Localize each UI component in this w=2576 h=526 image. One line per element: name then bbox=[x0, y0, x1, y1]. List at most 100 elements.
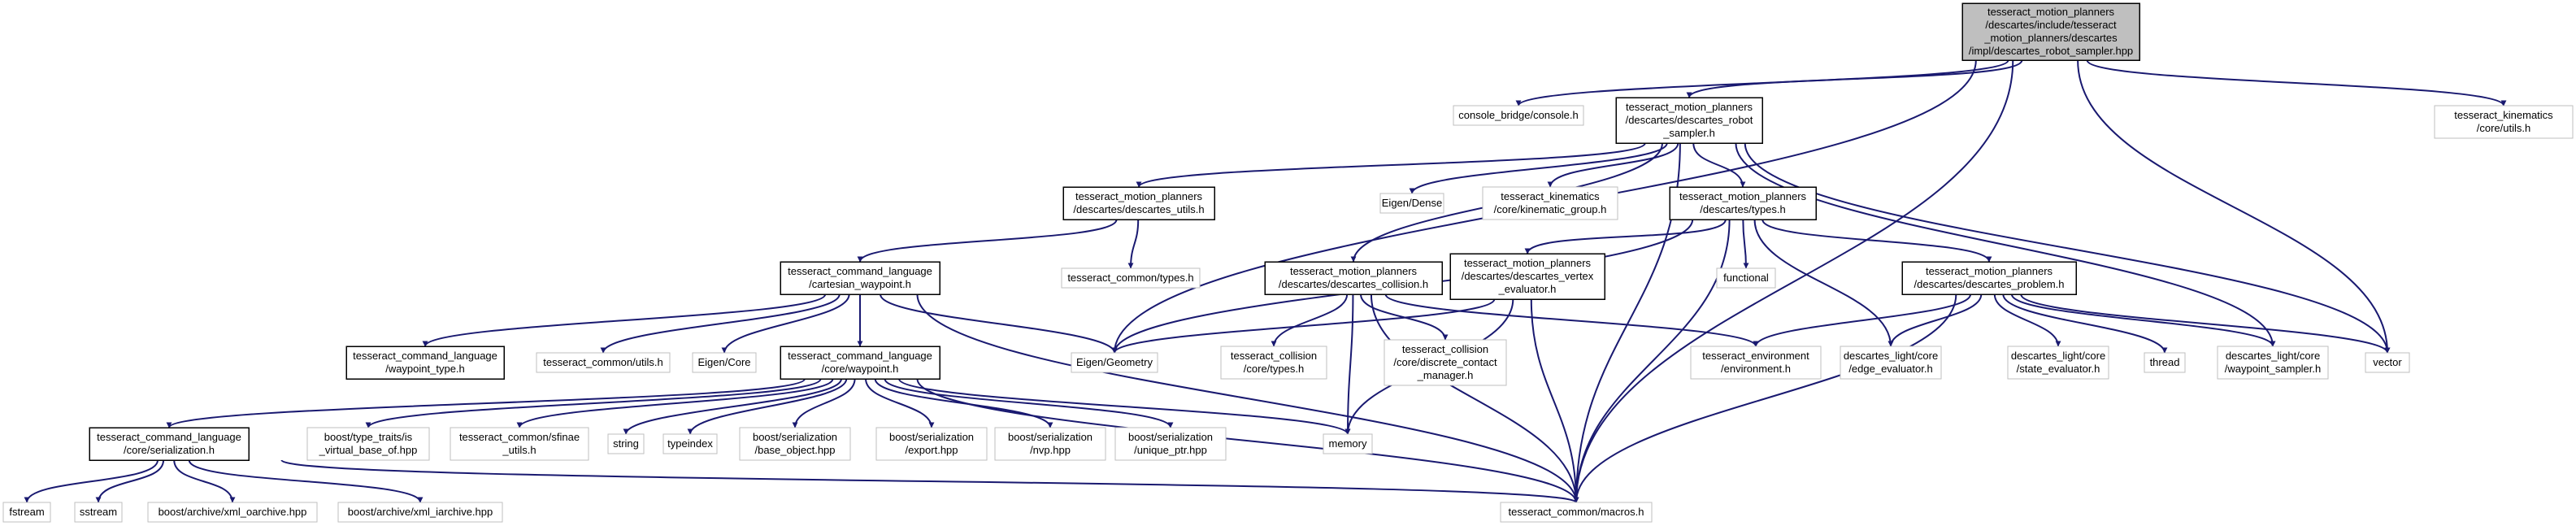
edge-core-waypoint-to-memory bbox=[898, 378, 1351, 435]
node-eigen-geometry: Eigen/Geometry bbox=[1071, 352, 1158, 373]
edge-descartes-utils-to-common-types bbox=[1127, 219, 1140, 269]
node-label-line: thread bbox=[2150, 356, 2180, 368]
node-box bbox=[1453, 105, 1584, 126]
node-root[interactable]: tesseract_motion_planners/descartes/incl… bbox=[1961, 2, 2140, 61]
node-boost-nvp: boost/serialization/nvp.hpp bbox=[994, 427, 1106, 461]
node-label-line: /descartes/descartes_utils.h bbox=[1073, 203, 1204, 215]
node-vector: vector bbox=[2365, 352, 2410, 373]
node-label-line: Eigen/Core bbox=[697, 356, 750, 368]
edge-serialization-to-xml-oarchive bbox=[173, 459, 236, 503]
edge-vertex-evaluator-to-eigen-geometry bbox=[1111, 298, 1496, 354]
node-box bbox=[1669, 186, 1817, 220]
node-label-line: /descartes/descartes_problem.h bbox=[1914, 278, 2065, 290]
node-label-line: /descartes/descartes_collision.h bbox=[1279, 278, 1428, 290]
edge-descartes-collision-to-environment bbox=[1384, 293, 1759, 347]
node-label-line: boost/archive/xml_iarchive.hpp bbox=[348, 506, 493, 518]
edge-serialization-to-fstream bbox=[24, 459, 159, 503]
node-label-line: boost/serialization bbox=[889, 431, 974, 443]
node-box bbox=[1264, 261, 1443, 295]
node-label-line: memory bbox=[1329, 437, 1367, 450]
node-core-waypoint[interactable]: tesseract_command_language/core/waypoint… bbox=[780, 346, 940, 380]
node-box bbox=[1323, 433, 1373, 454]
edge-root-to-vector bbox=[2077, 59, 2391, 354]
node-label-line: /core/discrete_contact bbox=[1393, 356, 1497, 368]
node-box bbox=[337, 502, 503, 523]
node-label-line: /descartes/descartes_vertex bbox=[1462, 270, 1594, 282]
node-descartes-collision[interactable]: tesseract_motion_planners/descartes/desc… bbox=[1264, 261, 1443, 295]
node-box bbox=[739, 427, 851, 461]
node-box bbox=[1500, 502, 1653, 523]
node-box bbox=[662, 433, 718, 454]
node-label-line: /export.hpp bbox=[905, 444, 958, 456]
node-label-line: tesseract_motion_planners bbox=[1626, 101, 1753, 113]
node-robot-sampler-h[interactable]: tesseract_motion_planners/descartes/desc… bbox=[1615, 97, 1763, 144]
node-cartesian-waypoint[interactable]: tesseract_command_language/cartesian_way… bbox=[780, 261, 940, 295]
node-descartes-utils[interactable]: tesseract_motion_planners/descartes/desc… bbox=[1062, 186, 1215, 220]
edges-layer bbox=[24, 59, 2507, 503]
node-discrete-contact: tesseract_collision/core/discrete_contac… bbox=[1384, 339, 1507, 386]
node-boost-export: boost/serialization/export.hpp bbox=[875, 427, 988, 461]
node-label-line: sstream bbox=[80, 506, 117, 518]
node-eigen-core: Eigen/Core bbox=[692, 352, 757, 373]
node-label-line: /edge_evaluator.h bbox=[1848, 363, 1932, 375]
node-box bbox=[1061, 267, 1201, 289]
node-label-line: _sampler.h bbox=[1662, 127, 1715, 139]
node-box bbox=[2365, 352, 2410, 373]
node-descartes-problem[interactable]: tesseract_motion_planners/descartes/desc… bbox=[1901, 261, 2077, 295]
node-box bbox=[1062, 186, 1215, 220]
edge-core-waypoint-to-typeindex bbox=[687, 378, 848, 435]
node-boost-base-object: boost/serialization/base_object.hpp bbox=[739, 427, 851, 461]
node-label-line: /state_evaluator.h bbox=[2017, 363, 2100, 375]
node-box bbox=[1384, 339, 1507, 386]
node-box bbox=[74, 502, 123, 523]
node-label-line: /impl/descartes_robot_sampler.hpp bbox=[1969, 45, 2133, 57]
node-box bbox=[692, 352, 757, 373]
node-box bbox=[1379, 193, 1444, 214]
node-label-line: /environment.h bbox=[1721, 363, 1791, 375]
edge-descartes-problem-to-environment bbox=[1753, 293, 1972, 347]
edge-core-waypoint-to-sfinae-utils bbox=[516, 378, 834, 428]
node-label-line: boost/serialization bbox=[1128, 431, 1213, 443]
node-label-line: descartes_light/core bbox=[1844, 350, 1938, 362]
node-serialization[interactable]: tesseract_command_language/core/serializ… bbox=[89, 427, 250, 461]
edge-core-waypoint-to-boost-unique-ptr bbox=[884, 378, 1174, 428]
node-label-line: tesseract_motion_planners bbox=[1075, 190, 1203, 202]
node-sstream: sstream bbox=[74, 502, 123, 523]
node-box bbox=[536, 352, 671, 373]
node-vertex-evaluator[interactable]: tesseract_motion_planners/descartes/desc… bbox=[1449, 253, 1605, 300]
node-box bbox=[147, 502, 318, 523]
node-console-bridge: console_bridge/console.h bbox=[1453, 105, 1584, 126]
edge-root-to-robot-sampler-h bbox=[1686, 59, 2023, 98]
edge-vertex-evaluator-to-macros bbox=[1530, 298, 1579, 503]
edge-core-waypoint-to-string bbox=[623, 378, 842, 435]
node-label-line: boost/serialization bbox=[753, 431, 837, 443]
node-box bbox=[1901, 261, 2077, 295]
edge-descartes-problem-to-edge-evaluator bbox=[1887, 293, 1983, 347]
node-label-line: tesseract_common/macros.h bbox=[1509, 506, 1644, 518]
edge-core-waypoint-to-boost-base-object bbox=[792, 378, 856, 428]
node-box bbox=[1615, 97, 1763, 144]
node-common-types: tesseract_common/types.h bbox=[1061, 267, 1201, 289]
edge-types-h-to-macros bbox=[1573, 219, 1731, 503]
node-box bbox=[994, 427, 1106, 461]
edge-core-waypoint-to-boost-export bbox=[865, 378, 935, 428]
node-thread: thread bbox=[2144, 352, 2186, 373]
node-macros: tesseract_common/macros.h bbox=[1500, 502, 1653, 523]
node-label-line: tesseract_kinematics bbox=[1501, 190, 1600, 202]
node-environment: tesseract_environment/environment.h bbox=[1690, 346, 1822, 380]
edge-descartes-collision-to-macros bbox=[1370, 293, 1579, 503]
node-box bbox=[1961, 2, 2140, 61]
edge-root-to-macros bbox=[1573, 59, 2014, 503]
node-waypoint-type[interactable]: tesseract_command_language/waypoint_type… bbox=[345, 346, 505, 380]
node-label-line: /descartes/include/tesseract bbox=[1985, 19, 2117, 31]
node-label-line: typeindex bbox=[667, 437, 713, 450]
node-label-line: tesseract_common/utils.h bbox=[543, 356, 662, 368]
node-label-line: boost/type_traits/is bbox=[324, 431, 413, 443]
node-kin-utils: tesseract_kinematics/core/utils.h bbox=[2434, 105, 2574, 139]
node-types-h[interactable]: tesseract_motion_planners/descartes/type… bbox=[1669, 186, 1817, 220]
edge-robot-sampler-h-to-waypoint-sampler bbox=[1735, 142, 2276, 347]
node-functional: functional bbox=[1716, 267, 1776, 289]
node-label-line: /nvp.hpp bbox=[1030, 444, 1071, 456]
